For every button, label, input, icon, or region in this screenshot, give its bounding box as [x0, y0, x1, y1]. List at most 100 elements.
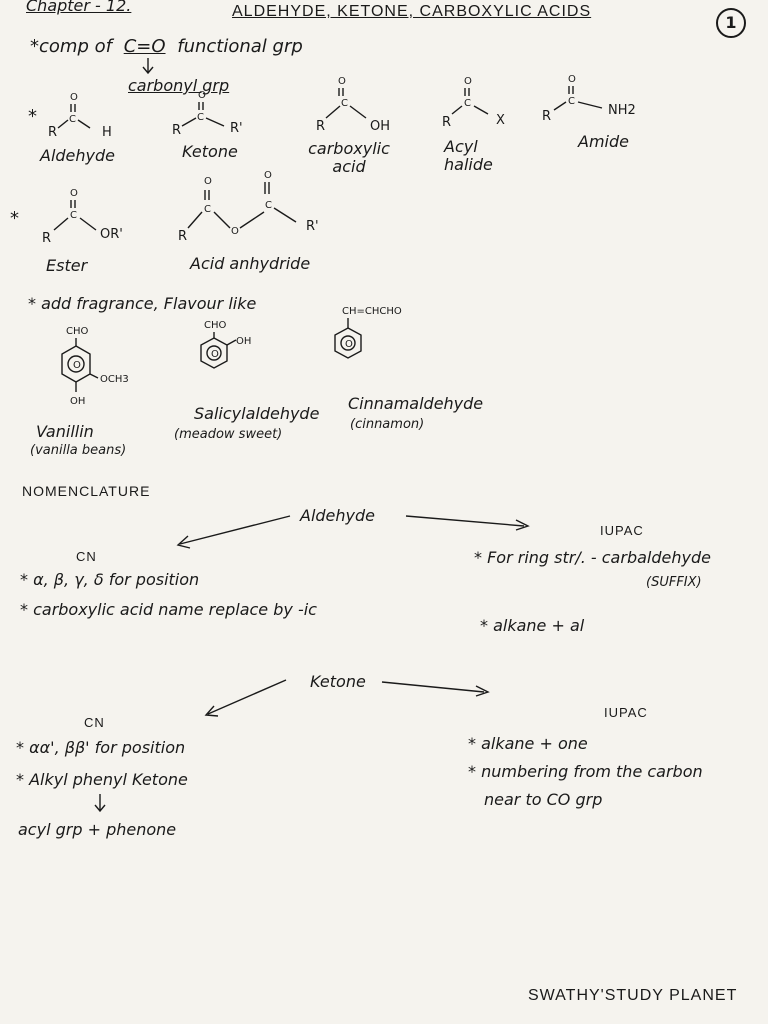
svg-text:R': R'	[306, 219, 319, 234]
down-arrow-icon	[142, 58, 154, 75]
amide-name: Amide	[578, 132, 629, 151]
svg-text:O: O	[70, 188, 78, 199]
svg-text:O: O	[464, 76, 472, 87]
svg-text:CHO: CHO	[204, 320, 227, 331]
bullet-star-2: *	[10, 208, 19, 229]
ketone-iupac-point-1: * alkane + one	[468, 734, 588, 753]
co-group: C=O	[123, 36, 166, 57]
svg-text:C: C	[341, 98, 348, 109]
intro-prefix: *comp of	[30, 36, 112, 57]
svg-text:OR': OR'	[100, 227, 123, 242]
svg-text:O: O	[198, 90, 206, 101]
aldehyde-o: O	[70, 92, 78, 103]
cinnamaldehyde-structure: CH=CHCHO O	[334, 306, 402, 359]
aldehyde-name: Aldehyde	[40, 146, 115, 165]
svg-text:R: R	[442, 115, 451, 130]
arrow-to-iupac-ketone	[381, 681, 490, 697]
svg-text:C: C	[265, 200, 272, 211]
svg-text:O: O	[338, 76, 346, 87]
aldehyde-cn-point-2: * carboxylic acid name replace by -ic	[20, 600, 317, 619]
ketone-branch-label: Ketone	[310, 672, 366, 691]
ester-name: Ester	[46, 256, 88, 275]
svg-text:R: R	[542, 109, 551, 124]
svg-text:O: O	[568, 74, 576, 85]
svg-text:OH: OH	[370, 119, 390, 134]
ester-structure: O C R OR'	[42, 188, 123, 246]
arrow-to-cn-aldehyde	[176, 515, 291, 549]
aldehyde-iupac-point-1: * For ring str/. - carbaldehyde	[474, 548, 711, 567]
vanillin-structure: CHO O OCH3 OH	[61, 326, 129, 407]
acyl-halide-structure: O C R X	[442, 76, 505, 130]
svg-text:R: R	[316, 119, 325, 134]
svg-text:R': R'	[230, 121, 243, 136]
svg-text:NH2: NH2	[608, 103, 636, 118]
cinnamaldehyde-name: Cinnamaldehyde	[348, 394, 484, 413]
ketone-cn-label: CN	[84, 715, 105, 730]
ketone-iupac-point-2: * numbering from the carbon	[468, 762, 703, 781]
aldehyde-r: R	[48, 125, 57, 140]
acyl-halide-name: Acyl halide	[444, 137, 493, 174]
arrow-to-cn-ketone	[204, 679, 287, 717]
nomenclature-heading: NOMENCLATURE	[22, 483, 151, 499]
intro-line: *comp of C=O functional grp	[30, 38, 303, 56]
amide-structure: O C R NH2	[542, 74, 636, 124]
ketone-structure: O C R R'	[172, 90, 243, 138]
fragrance-heading: * add fragrance, Flavour like	[28, 294, 257, 313]
down-arrow-icon	[94, 794, 106, 813]
svg-text:O: O	[264, 170, 272, 181]
salicylaldehyde-note: (meadow sweet)	[174, 427, 283, 442]
ketone-cn-point-3: acyl grp + phenone	[18, 820, 177, 839]
page-number-badge: 1	[716, 8, 746, 38]
carbonyl-label: carbonyl grp	[128, 76, 230, 95]
aldehyde-cn-label: CN	[76, 549, 97, 564]
svg-text:R: R	[42, 231, 51, 246]
svg-text:CH=CHCHO: CH=CHCHO	[342, 306, 402, 317]
chapter-label: Chapter - 12.	[26, 0, 132, 15]
cinnamaldehyde-note: (cinnamon)	[350, 417, 425, 432]
salicylaldehyde-name: Salicylaldehyde	[194, 404, 320, 423]
svg-text:O: O	[204, 176, 212, 187]
acid-anhydride-name: Acid anhydride	[190, 254, 311, 273]
svg-text:O: O	[345, 339, 353, 350]
aldehyde-branch-label: Aldehyde	[300, 506, 375, 525]
bullet-star: *	[28, 106, 37, 127]
carboxylic-acid-structure: O C R OH	[316, 76, 390, 134]
vanillin-note: (vanilla beans)	[30, 443, 127, 458]
svg-text:OH: OH	[70, 396, 85, 407]
aldehyde-iupac-label: IUPAC	[600, 523, 644, 538]
aldehyde-iupac-suffix: (SUFFIX)	[646, 575, 702, 590]
acid-anhydride-structure: O C O O C R R'	[178, 170, 319, 244]
svg-text:R: R	[178, 229, 187, 244]
page-number: 1	[725, 13, 737, 32]
svg-text:O: O	[231, 226, 239, 237]
svg-text:C: C	[464, 98, 471, 109]
signature: SWATHY'STUDY PLANET	[528, 987, 738, 1004]
svg-text:R: R	[172, 123, 181, 138]
carboxylic-acid-name: carboxylic acid	[308, 139, 390, 176]
ketone-cn-point-2: * Alkyl phenyl Ketone	[16, 770, 188, 789]
ketone-iupac-label: IUPAC	[604, 705, 648, 720]
ketone-name: Ketone	[182, 142, 238, 161]
aldehyde-cn-point-1: * α, β, γ, δ for position	[20, 570, 200, 589]
svg-text:OCH3: OCH3	[100, 374, 129, 385]
svg-text:CHO: CHO	[66, 326, 89, 337]
svg-text:O: O	[73, 360, 81, 371]
aldehyde-h: H	[102, 125, 112, 140]
aldehyde-iupac-point-2: * alkane + al	[480, 616, 585, 635]
arrow-to-iupac-aldehyde	[405, 515, 530, 531]
salicylaldehyde-structure: CHO O OH	[200, 320, 251, 369]
svg-text:OH: OH	[236, 336, 251, 347]
svg-text:C: C	[204, 204, 211, 215]
page-title: ALDEHYDE, KETONE, CARBOXYLIC ACIDS	[232, 3, 592, 20]
svg-text:C: C	[70, 210, 77, 221]
svg-text:X: X	[496, 113, 505, 128]
ketone-cn-point-1: * αα', ββ' for position	[16, 738, 186, 757]
svg-text:C: C	[197, 112, 204, 123]
intro-suffix: functional grp	[177, 36, 303, 57]
aldehyde-c: C	[69, 114, 76, 125]
svg-text:C: C	[568, 96, 575, 107]
aldehyde-structure: O C R H	[48, 92, 112, 140]
svg-text:O: O	[211, 349, 219, 360]
vanillin-name: Vanillin	[36, 422, 94, 441]
ketone-iupac-point-3: near to CO grp	[484, 790, 603, 809]
